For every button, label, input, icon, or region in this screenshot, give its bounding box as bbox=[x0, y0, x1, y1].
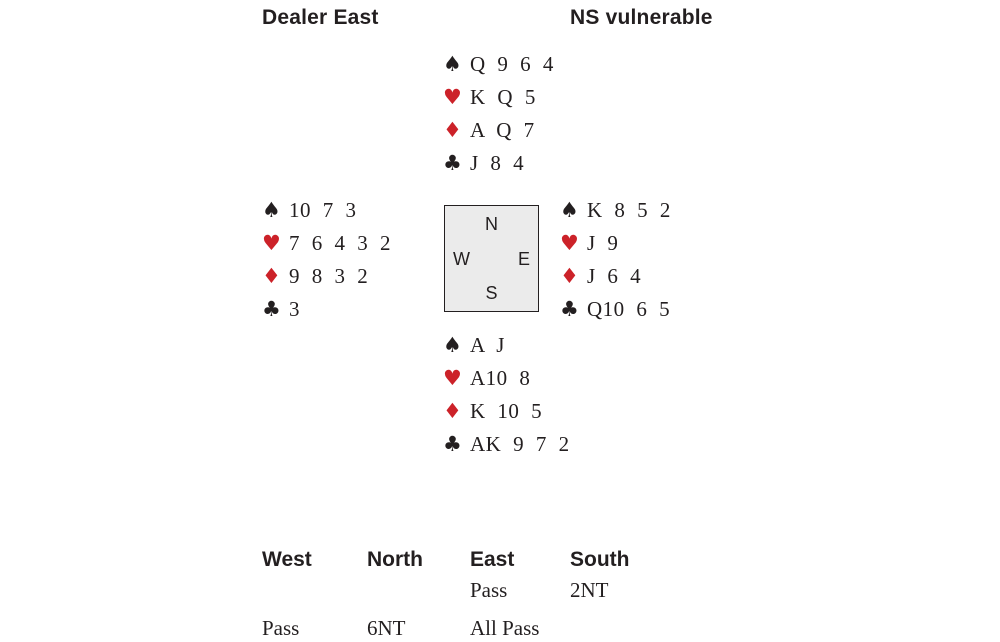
diamond-icon: ♦ bbox=[443, 118, 462, 142]
west-hand: ♠ 10 7 3 ♥ 7 6 4 3 2 ♦ 9 8 3 2 ♣ 3 bbox=[262, 198, 391, 330]
dealer-label: Dealer East bbox=[262, 6, 379, 29]
east-hearts: J 9 bbox=[587, 231, 619, 255]
auction-header-north: North bbox=[367, 548, 423, 571]
north-clubs: J 8 4 bbox=[470, 151, 525, 175]
east-clubs-line: ♣ Q10 6 5 bbox=[560, 297, 671, 330]
east-spades-line: ♠ K 8 5 2 bbox=[560, 198, 671, 231]
north-diamonds: A Q 7 bbox=[470, 118, 535, 142]
heart-icon: ♥ bbox=[262, 231, 281, 255]
auction-header-east: East bbox=[470, 548, 515, 571]
spade-icon: ♠ bbox=[443, 333, 462, 357]
vulnerability-label: NS vulnerable bbox=[570, 6, 713, 29]
north-clubs-line: ♣ J 8 4 bbox=[443, 151, 554, 184]
compass-west: W bbox=[453, 248, 470, 269]
west-diamonds: 9 8 3 2 bbox=[289, 264, 369, 288]
north-spades: Q 9 6 4 bbox=[470, 52, 554, 76]
diamond-icon: ♦ bbox=[262, 264, 281, 288]
compass-box: N E S W bbox=[444, 205, 539, 312]
south-clubs-line: ♣ AK 9 7 2 bbox=[443, 432, 570, 465]
auction-call: Pass bbox=[262, 616, 300, 640]
west-clubs: 3 bbox=[289, 297, 300, 321]
west-diamonds-line: ♦ 9 8 3 2 bbox=[262, 264, 391, 297]
heart-icon: ♥ bbox=[560, 231, 579, 255]
east-hand: ♠ K 8 5 2 ♥ J 9 ♦ J 6 4 ♣ Q10 6 5 bbox=[560, 198, 671, 330]
auction-header-west: West bbox=[262, 548, 312, 571]
west-hearts: 7 6 4 3 2 bbox=[289, 231, 391, 255]
south-spades: A J bbox=[470, 333, 505, 357]
south-clubs: AK 9 7 2 bbox=[470, 432, 570, 456]
north-diamonds-line: ♦ A Q 7 bbox=[443, 118, 554, 151]
south-diamonds-line: ♦ K 10 5 bbox=[443, 399, 570, 432]
south-hearts-line: ♥ A10 8 bbox=[443, 366, 570, 399]
spade-icon: ♠ bbox=[262, 198, 281, 222]
club-icon: ♣ bbox=[262, 297, 281, 321]
auction-table: West North East South Pass 2NT Pass 6NT … bbox=[262, 548, 690, 642]
compass-south: S bbox=[485, 283, 498, 303]
auction-call bbox=[262, 578, 367, 616]
auction-call: 2NT bbox=[570, 578, 609, 602]
heart-icon: ♥ bbox=[443, 366, 462, 390]
compass-east: E bbox=[517, 248, 530, 269]
diamond-icon: ♦ bbox=[443, 399, 462, 423]
north-hearts-line: ♥ K Q 5 bbox=[443, 85, 554, 118]
auction-header-south: South bbox=[570, 548, 630, 571]
auction-call bbox=[367, 578, 470, 616]
auction-call: 6NT bbox=[367, 616, 406, 640]
heart-icon: ♥ bbox=[443, 85, 462, 109]
south-spades-line: ♠ A J bbox=[443, 333, 570, 366]
auction-call: All Pass bbox=[470, 616, 540, 640]
club-icon: ♣ bbox=[560, 297, 579, 321]
club-icon: ♣ bbox=[443, 432, 462, 456]
east-clubs: Q10 6 5 bbox=[587, 297, 671, 321]
east-hearts-line: ♥ J 9 bbox=[560, 231, 671, 264]
east-diamonds-line: ♦ J 6 4 bbox=[560, 264, 671, 297]
north-spades-line: ♠ Q 9 6 4 bbox=[443, 52, 554, 85]
east-diamonds: J 6 4 bbox=[587, 264, 642, 288]
diamond-icon: ♦ bbox=[560, 264, 579, 288]
spade-icon: ♠ bbox=[560, 198, 579, 222]
north-hearts: K Q 5 bbox=[470, 85, 536, 109]
south-hearts: A10 8 bbox=[470, 366, 531, 390]
south-diamonds: K 10 5 bbox=[470, 399, 543, 423]
auction-call: Pass bbox=[470, 578, 508, 602]
west-hearts-line: ♥ 7 6 4 3 2 bbox=[262, 231, 391, 264]
west-spades-line: ♠ 10 7 3 bbox=[262, 198, 391, 231]
north-hand: ♠ Q 9 6 4 ♥ K Q 5 ♦ A Q 7 ♣ J 8 4 bbox=[443, 52, 554, 184]
east-spades: K 8 5 2 bbox=[587, 198, 671, 222]
south-hand: ♠ A J ♥ A10 8 ♦ K 10 5 ♣ AK 9 7 2 bbox=[443, 333, 570, 465]
auction-call bbox=[570, 616, 690, 642]
spade-icon: ♠ bbox=[443, 52, 462, 76]
west-clubs-line: ♣ 3 bbox=[262, 297, 391, 330]
club-icon: ♣ bbox=[443, 151, 462, 175]
west-spades: 10 7 3 bbox=[289, 198, 357, 222]
compass-north: N bbox=[485, 214, 498, 234]
